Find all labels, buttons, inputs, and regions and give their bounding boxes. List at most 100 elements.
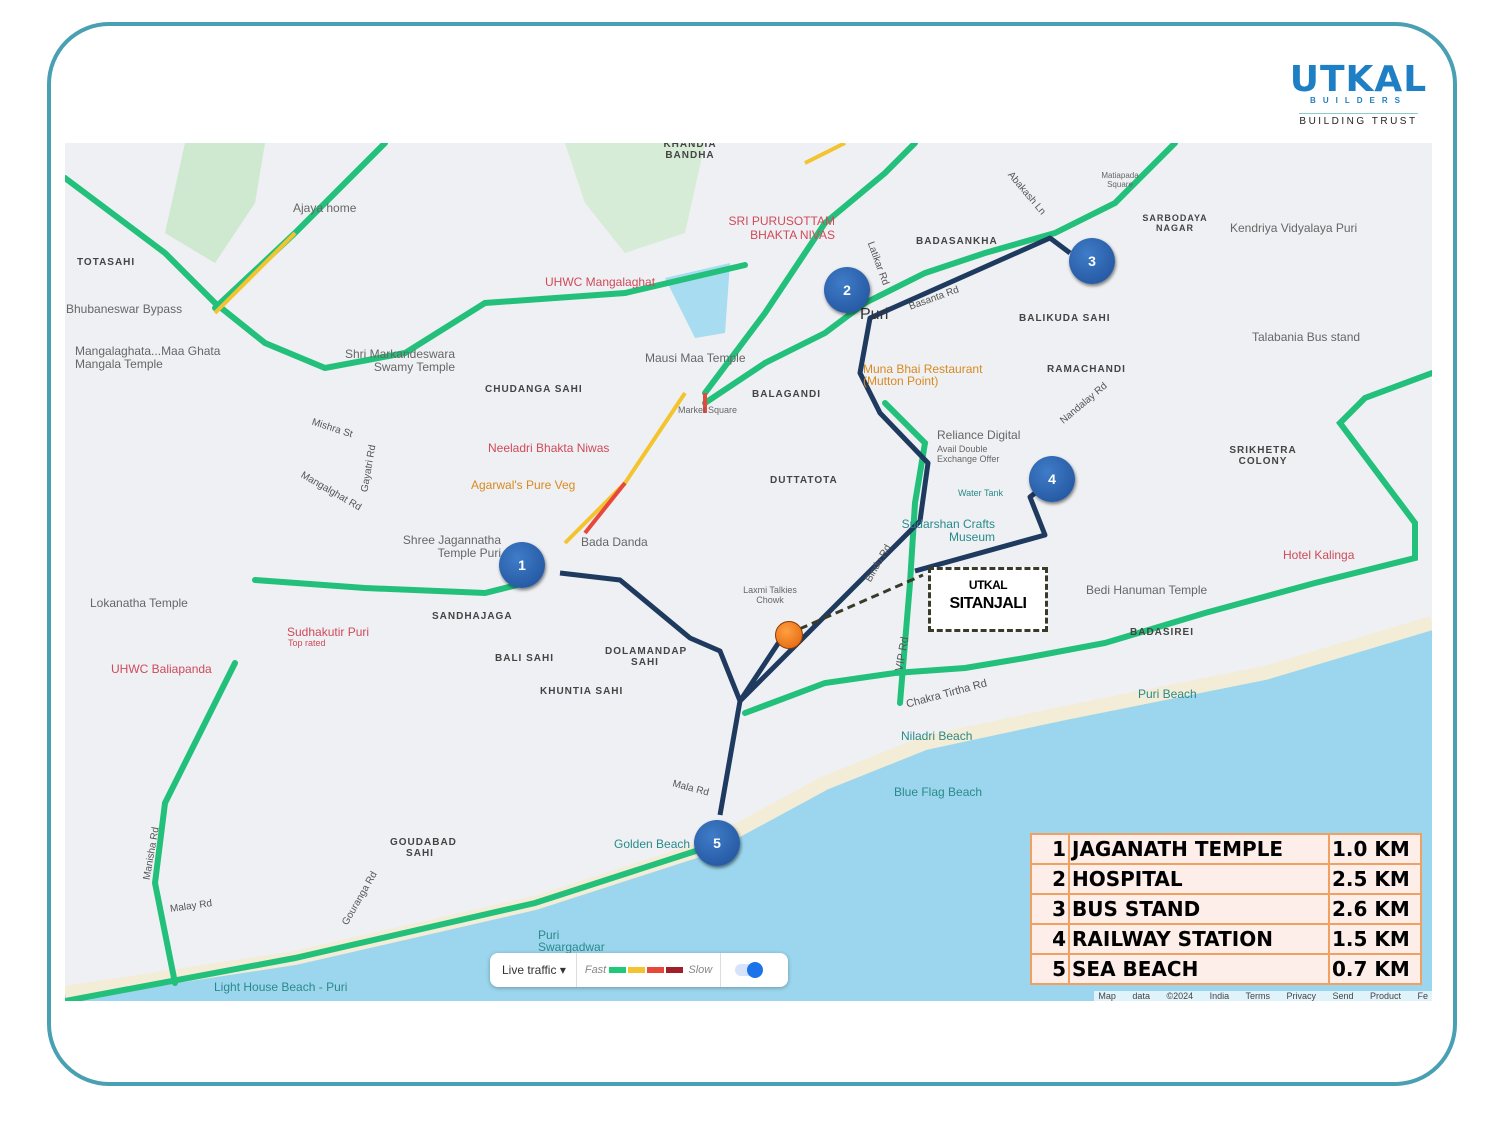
- marker-railway-station[interactable]: 4: [1029, 456, 1075, 502]
- poi-label[interactable]: Blue Flag Beach: [894, 785, 983, 799]
- distance: 0.7 KM: [1328, 953, 1422, 985]
- marker-hospital[interactable]: 2: [824, 267, 870, 313]
- traffic-toggle[interactable]: [735, 962, 764, 978]
- city-label: Puri: [860, 306, 889, 323]
- caret-down-icon: ▾: [559, 963, 566, 977]
- poi-label[interactable]: Kendriya Vidyalaya Puri: [1230, 221, 1358, 235]
- poi-label[interactable]: Water Tank: [958, 488, 1004, 498]
- poi-label[interactable]: SRI PURUSOTTAM BHAKTA NIVAS: [728, 214, 835, 242]
- slow-label: Slow: [688, 964, 713, 976]
- poi-label[interactable]: Bedi Hanuman Temple: [1086, 583, 1208, 597]
- medium-swatch: [628, 967, 646, 973]
- slow-swatch: [647, 967, 665, 973]
- marker-bus-stand[interactable]: 3: [1069, 238, 1115, 284]
- site-location-pin[interactable]: [775, 621, 803, 649]
- area-label: BALIKUDA SAHI: [1019, 313, 1111, 324]
- site-name: SITANJALI: [949, 595, 1027, 612]
- poi-label[interactable]: Lokanatha Temple: [90, 596, 188, 610]
- poi-label[interactable]: Mausi Maa Temple: [645, 351, 746, 365]
- poi-label: Top rated: [288, 638, 326, 648]
- poi-label[interactable]: Puri Swargadwar: [538, 928, 605, 954]
- area-label: SARBODAYA NAGAR: [1142, 213, 1208, 233]
- marker-sea-beach[interactable]: 5: [694, 820, 740, 866]
- slowest-swatch: [666, 967, 684, 973]
- poi-label[interactable]: UHWC Baliapanda: [111, 662, 212, 676]
- live-traffic-dropdown[interactable]: Live traffic ▾: [490, 953, 577, 987]
- row-number: 4: [1030, 923, 1070, 955]
- poi-label[interactable]: Shree Jagannatha Temple Puri: [402, 533, 501, 560]
- site-connector: [787, 573, 924, 636]
- area-label: DOLAMANDAP SAHI: [605, 646, 688, 668]
- live-traffic-label: Live traffic: [502, 963, 557, 977]
- row-number: 3: [1030, 893, 1070, 925]
- area-label: BALI SAHI: [495, 653, 554, 664]
- poi-label[interactable]: Laxmi Talkies Chowk: [743, 585, 797, 605]
- distance: 1.0 KM: [1328, 833, 1422, 865]
- fast-label: Fast: [584, 964, 607, 976]
- poi-label[interactable]: Muna Bhai Restaurant (Mutton Point): [863, 362, 983, 388]
- row-number: 5: [1030, 953, 1070, 985]
- site-brand: UTKAL: [968, 578, 1008, 592]
- marker-jaganath-temple[interactable]: 1: [499, 542, 545, 588]
- poi-label[interactable]: Sudarshan Crafts Museum: [901, 517, 995, 544]
- area-label: BALAGANDI: [752, 389, 821, 400]
- area-label: SANDHAJAGA: [432, 611, 513, 622]
- poi-label[interactable]: Shri Markandeswara Swamy Temple: [344, 347, 455, 374]
- place-name: BUS STAND: [1068, 893, 1330, 925]
- logo-name: UTKAL: [1289, 59, 1428, 100]
- area-label: CHUDANGA SAHI: [485, 384, 583, 395]
- area-label: BADASANKHA: [916, 236, 998, 247]
- place-name: HOSPITAL: [1068, 863, 1330, 895]
- poi-label[interactable]: Mangalaghata...Maa Ghata Mangala Temple: [75, 344, 221, 371]
- distance: 2.5 KM: [1328, 863, 1422, 895]
- green-area: [565, 143, 705, 253]
- logo-sub: BUILDERS: [1310, 96, 1407, 105]
- poi-label: Avail Double Exchange Offer: [937, 444, 1000, 464]
- place-name: JAGANATH TEMPLE: [1068, 833, 1330, 865]
- area-label: BADASIREI: [1130, 627, 1195, 638]
- fast-swatch: [609, 967, 627, 973]
- map[interactable]: TOTASAHI CHUDANGA SAHI BALAGANDI DUTTATO…: [65, 143, 1432, 1001]
- row-number: 2: [1030, 863, 1070, 895]
- poi-label[interactable]: Agarwal's Pure Veg: [471, 478, 576, 492]
- poi-label[interactable]: Puri Beach: [1138, 687, 1197, 701]
- area-label: SRIKHETRA COLONY: [1229, 445, 1297, 467]
- distance: 2.6 KM: [1328, 893, 1422, 925]
- poi-label[interactable]: Light House Beach - Puri: [214, 980, 348, 994]
- poi-label[interactable]: Niladri Beach: [901, 729, 973, 743]
- area-label: RAMACHANDI: [1047, 364, 1126, 375]
- poi-label[interactable]: UHWC Mangalaghat: [545, 275, 656, 289]
- traffic-scale: Fast Slow: [577, 953, 722, 987]
- traffic-legend: Live traffic ▾ Fast Slow: [490, 953, 788, 987]
- area-label: GOUDABAD SAHI: [390, 837, 457, 859]
- place-name: SEA BEACH: [1068, 953, 1330, 985]
- congested-roads: [583, 393, 707, 535]
- map-attribution[interactable]: Map data ©2024 India Terms Privacy Send …: [1094, 991, 1432, 1001]
- distance: 1.5 KM: [1328, 923, 1422, 955]
- poi-label[interactable]: Matiapada Square: [1101, 171, 1139, 189]
- poi-label[interactable]: Sudhakutir Puri: [287, 625, 370, 639]
- poi-label[interactable]: Neeladri Bhakta Niwas: [488, 441, 610, 455]
- area-label: TOTASAHI: [77, 257, 136, 268]
- poi-label[interactable]: Talabania Bus stand: [1252, 330, 1361, 344]
- poi-label[interactable]: Reliance Digital: [937, 428, 1021, 442]
- area-label: KHUNTIA SAHI: [540, 686, 624, 697]
- poi-label[interactable]: Bhubaneswar Bypass: [66, 302, 183, 316]
- green-area: [165, 143, 265, 263]
- utkal-logo: UTKAL BUILDERS BUILDING TRUST: [1286, 62, 1431, 129]
- poi-label[interactable]: Bada Danda: [581, 535, 648, 549]
- poi-label[interactable]: Hotel Kalinga: [1283, 548, 1355, 562]
- poi-label[interactable]: Ajaya home: [293, 201, 357, 215]
- poi-label[interactable]: Market Square: [678, 405, 738, 415]
- area-label: KHANDIA BANDHA: [663, 143, 717, 161]
- page-frame: [47, 22, 1457, 1086]
- row-number: 1: [1030, 833, 1070, 865]
- place-name: RAILWAY STATION: [1068, 923, 1330, 955]
- poi-label[interactable]: Golden Beach: [614, 837, 691, 851]
